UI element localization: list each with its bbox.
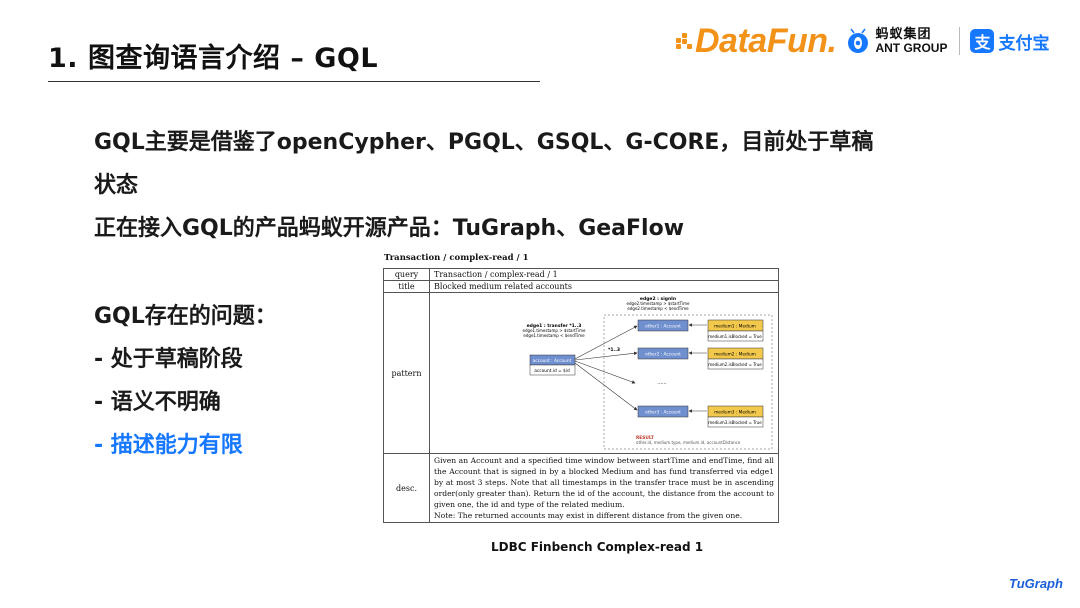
logo-separator <box>959 27 961 55</box>
slide-title: 1. 图查询语言介绍 – GQL <box>48 43 379 74</box>
issue-item: - 处于草稿阶段 <box>94 347 243 372</box>
medium1-cond-box <box>707 330 764 342</box>
ant-group-en: ANT GROUP <box>875 40 948 55</box>
other2-node <box>637 347 689 360</box>
issue-item: - 语义不明确 <box>94 390 221 415</box>
subgraph-dashed-box <box>603 314 773 450</box>
desc-note: Note: The returned accounts may exist in… <box>434 511 743 520</box>
query-spec-table: query Transaction / complex-read / 1 tit… <box>383 268 779 523</box>
issue-item-highlighted: - 描述能力有限 <box>94 433 243 458</box>
medium3-cond: medium3.isBlocked = True <box>708 420 762 425</box>
diagram-ellipsis: ...... <box>657 380 667 386</box>
other1-node <box>637 319 689 332</box>
medium1-cond: medium1.isBlocked = True <box>708 334 762 339</box>
title-underline <box>48 81 540 82</box>
tugraph-logo: TuGraph <box>1009 576 1063 591</box>
intro-line-2: 状态 <box>94 173 139 198</box>
edge1-ts1: edge1.timestamp > $startTime <box>523 328 586 333</box>
pattern-key: pattern <box>383 292 430 454</box>
edge-account-other1 <box>574 325 638 360</box>
ant-group-logo: 蚂蚁集团 ANT GROUP <box>846 28 947 54</box>
logo-bar: DataFun. 蚂蚁集团 ANT GROUP 支 支付宝 <box>676 22 1049 61</box>
pattern-diagram-cell: edge2 : signIn edge2.timestamp > $startT… <box>429 292 779 454</box>
range-label: *1..3 <box>608 347 620 353</box>
other2-label: other2 : Account <box>645 352 681 358</box>
title-key: title <box>383 280 430 293</box>
datafun-logo: DataFun. <box>676 22 837 61</box>
result-text: other.id, medium.type, medium.id, accoun… <box>636 440 741 445</box>
account-cond-box <box>529 364 576 376</box>
alipay-icon: 支 <box>970 29 995 53</box>
medium2-label: medium2 : Medium <box>714 352 756 358</box>
figure-caption: LDBC Finbench Complex-read 1 <box>491 540 704 554</box>
edge-account-other2 <box>574 351 638 361</box>
medium2-cond-box <box>707 358 764 370</box>
edge1-ts2: edge1.timestamp < $endTime <box>523 333 585 338</box>
desc-key: desc. <box>383 453 430 523</box>
edge2-ts2: edge2.timestamp < $endTime <box>627 306 689 311</box>
account-node-label: account : Account <box>533 358 572 364</box>
edge1-label: edge1 : transfer *1..3 <box>527 323 582 329</box>
desc-text: Given an Account and a specified time wi… <box>434 456 774 509</box>
other1-label: other1 : Account <box>645 324 681 330</box>
query-key: query <box>383 268 430 281</box>
alipay-logo: 支 支付宝 <box>970 29 1049 54</box>
result-label: RESULT <box>636 435 654 441</box>
ant-group-cn: 蚂蚁集团 <box>875 26 932 42</box>
pattern-diagram: edge2 : signIn edge2.timestamp > $startT… <box>523 296 773 450</box>
ant-logo-icon <box>848 28 869 53</box>
desc-cell: Given an Account and a specified time wi… <box>429 453 779 523</box>
medium3-cond-box <box>707 416 764 428</box>
other3-node <box>637 405 689 418</box>
title-value: Blocked medium related accounts <box>429 280 779 293</box>
datafun-dots-icon <box>676 33 692 49</box>
query-value: Transaction / complex-read / 1 <box>429 268 779 281</box>
edge-account-more <box>574 360 636 384</box>
intro-line-1: GQL主要是借鉴了openCypher、PGQL、GSQL、G-CORE，目前处… <box>94 130 874 155</box>
issues-heading: GQL存在的问题： <box>94 304 277 329</box>
medium1-label: medium1 : Medium <box>714 324 756 330</box>
medium3-label: medium3 : Medium <box>714 410 756 416</box>
medium2-cond: medium2.isBlocked = True <box>708 362 762 367</box>
other3-label: other3 : Account <box>645 410 681 416</box>
account-cond: account.id = $id <box>534 368 570 374</box>
figure-heading: Transaction / complex-read / 1 <box>384 253 529 263</box>
edge-account-other3 <box>574 362 638 411</box>
intro-line-3: 正在接入GQL的产品蚂蚁开源产品：TuGraph、GeaFlow <box>94 216 685 241</box>
edge2-ts1: edge2.timestamp > $startTime <box>627 301 690 306</box>
edge2-label: edge2 : signIn <box>640 296 676 302</box>
